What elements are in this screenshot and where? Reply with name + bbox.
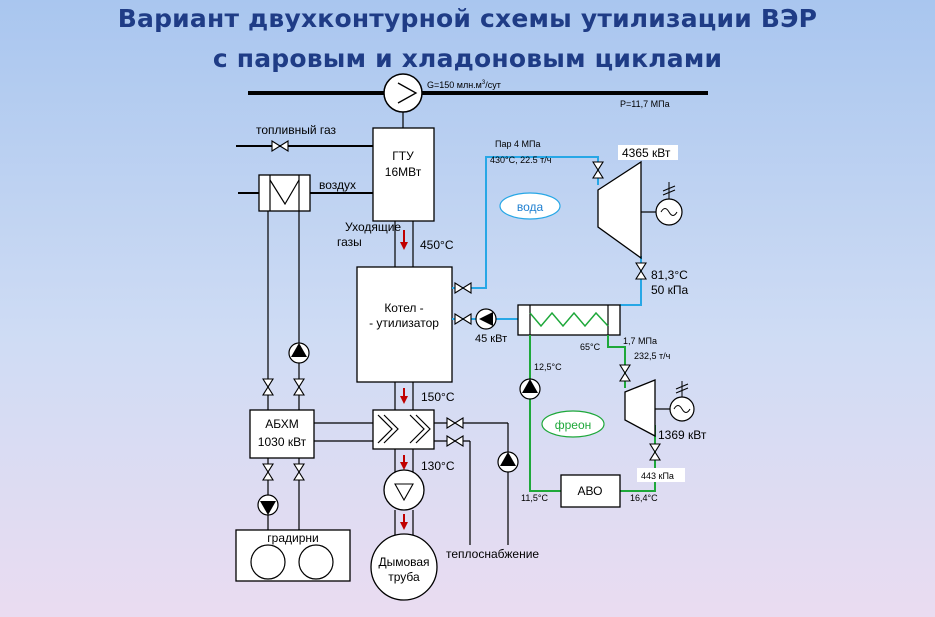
gtu-power: 16МВт — [385, 165, 422, 179]
steam-generator-icon — [655, 182, 683, 226]
compressor-icon — [383, 73, 423, 113]
cooling-towers-label: градирни — [267, 531, 318, 545]
chimney-circle — [370, 533, 438, 601]
freon-turbine-icon — [624, 379, 656, 438]
tower-valve-1-icon — [262, 463, 274, 481]
temp-65: 65°С — [580, 342, 601, 352]
freon-oval — [541, 410, 605, 438]
pump-power: 45 кВт — [475, 333, 507, 345]
pressure-17: 1,7 МПа — [623, 336, 657, 346]
slide-title-line1: Вариант двухконтурной схемы утилизации В… — [117, 4, 818, 33]
abhm-power: 1030 кВт — [258, 435, 307, 449]
temp-16: 16,4°С — [630, 493, 658, 503]
abhm-box — [249, 409, 315, 459]
avo-label: АВО — [578, 484, 603, 498]
tower-pump-icon — [257, 494, 279, 516]
fuel-gas-valve-icon — [271, 140, 289, 152]
water-oval — [499, 192, 561, 220]
gtu-box — [372, 127, 435, 222]
turbine-inlet-valve-icon — [592, 161, 604, 179]
freon-generator-icon — [669, 381, 695, 422]
temp-150: 150°C — [421, 390, 455, 404]
temp-12: 12,5°С — [534, 362, 562, 372]
air-cooler-heat-exchanger-icon — [258, 174, 311, 212]
temp-130: 130°C — [421, 459, 455, 473]
chimney-label-1: Дымовая — [378, 555, 429, 569]
steam-turbine-icon — [597, 160, 642, 260]
boiler-label-1: Котел - — [384, 301, 423, 315]
freon-turbine-inlet-valve-icon — [619, 364, 631, 382]
heat-supply-exchanger-icon — [372, 409, 435, 450]
gtu-label: ГТУ — [392, 149, 414, 163]
feed-valve-icon — [454, 313, 472, 325]
boiler-box — [356, 266, 453, 383]
freon-turbine-outlet-valve-icon — [649, 443, 661, 461]
evaporator-icon — [517, 304, 621, 336]
pressure-50: 50 кПа — [651, 283, 689, 297]
abhm-valve-1-icon — [262, 378, 274, 396]
boiler-label-2: - утилизатор — [369, 316, 439, 330]
gas-flow-label: G=150 млн.м3/сут — [427, 80, 501, 90]
abhm-valve-2-icon — [293, 378, 305, 396]
abhm-pump-icon — [288, 342, 310, 364]
exhaust-label-1: Уходящие — [345, 220, 401, 234]
slide-title-line2: с паровым и хладоновым циклами — [212, 44, 723, 73]
heat-supply-pump-icon — [497, 451, 519, 473]
tower-valve-2-icon — [293, 463, 305, 481]
freon-turbine-power: 1369 кВт — [658, 428, 707, 442]
heat-supply-label: теплоснабжение — [446, 547, 539, 561]
exhaust-label-2: газы — [337, 235, 362, 249]
cooling-tower-2-icon — [298, 544, 334, 580]
chimney-label-2: труба — [388, 570, 420, 584]
heat-valve-2-icon — [446, 435, 464, 447]
steam-line — [452, 156, 599, 289]
abhm-label: АБХМ — [265, 417, 299, 431]
feed-pump-icon — [475, 308, 497, 330]
avo-box — [560, 474, 621, 508]
steam-params-2: 430°С, 22.5 т/ч — [490, 155, 552, 165]
steam-params-1: Пар 4 МПа — [495, 139, 540, 149]
pressure-label: P=11,7 МПа — [620, 99, 670, 109]
cooling-tower-1-icon — [250, 544, 286, 580]
water-label: вода — [517, 200, 544, 214]
fuel-gas-label: топливный газ — [256, 123, 337, 137]
freon-pump-icon — [519, 378, 541, 400]
temp-81: 81,3°С — [651, 268, 688, 282]
temp-11: 11,5°С — [521, 493, 548, 503]
air-label: воздух — [319, 178, 356, 192]
freon-label: фреон — [555, 418, 592, 432]
temp-450: 450°C — [420, 238, 454, 252]
steam-valve-icon — [454, 282, 472, 294]
heat-valve-1-icon — [446, 417, 464, 429]
flow-232: 232,5 т/ч — [634, 351, 671, 361]
steam-turbine-power: 4365 кВт — [622, 146, 671, 160]
turbine-outlet-valve-icon — [635, 262, 647, 280]
pressure-443: 443 кПа — [641, 471, 674, 481]
smoke-fan-icon — [383, 469, 425, 511]
